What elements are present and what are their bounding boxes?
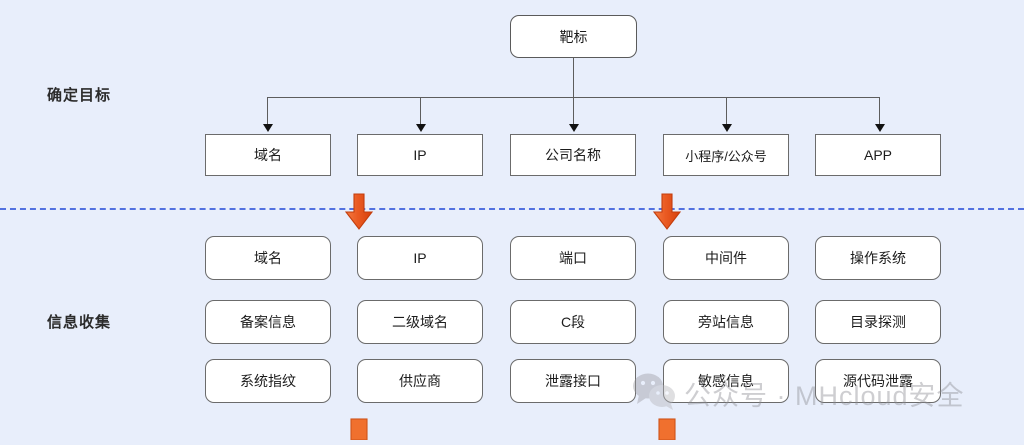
arrowhead-1 — [263, 124, 273, 132]
node-info-directory-scan[interactable]: 目录探测 — [815, 300, 941, 344]
node-info-c-segment[interactable]: C段 — [510, 300, 636, 344]
arrowhead-5 — [875, 124, 885, 132]
connector-drop-5 — [879, 97, 880, 126]
arrowhead-3 — [569, 124, 579, 132]
node-info-sensitive-information[interactable]: 敏感信息 — [663, 359, 789, 403]
diagram-canvas: 确定目标 信息收集 靶标 域名 IP 公司名称 小程序/公众号 APP — [0, 15, 1024, 441]
node-target-root[interactable]: 靶标 — [510, 15, 637, 58]
connector-drop-2 — [420, 97, 421, 126]
node-target-company-name[interactable]: 公司名称 — [510, 134, 636, 176]
node-info-neighbor-site[interactable]: 旁站信息 — [663, 300, 789, 344]
node-target-app[interactable]: APP — [815, 134, 941, 176]
node-target-ip[interactable]: IP — [357, 134, 483, 176]
node-info-supplier[interactable]: 供应商 — [357, 359, 483, 403]
orange-down-arrow-right — [651, 192, 683, 232]
node-info-source-code-leak[interactable]: 源代码泄露 — [815, 359, 941, 403]
node-target-domain[interactable]: 域名 — [205, 134, 331, 176]
node-info-port[interactable]: 端口 — [510, 236, 636, 280]
arrowhead-4 — [722, 124, 732, 132]
arrowhead-2 — [416, 124, 426, 132]
orange-down-arrow-left — [343, 192, 375, 232]
stage-label-determine-target: 确定目标 — [47, 87, 112, 104]
node-info-operating-system[interactable]: 操作系统 — [815, 236, 941, 280]
node-target-miniprogram-official-account[interactable]: 小程序/公众号 — [663, 134, 789, 176]
node-info-domain[interactable]: 域名 — [205, 236, 331, 280]
connector-drop-3 — [573, 97, 574, 126]
node-info-system-fingerprint[interactable]: 系统指纹 — [205, 359, 331, 403]
connector-drop-4 — [726, 97, 727, 126]
node-info-ip[interactable]: IP — [357, 236, 483, 280]
orange-arrow-stub-right — [658, 418, 676, 441]
connector-root-stem — [573, 58, 574, 97]
phase-divider — [0, 208, 1024, 210]
node-info-subdomain[interactable]: 二级域名 — [357, 300, 483, 344]
orange-arrow-stub-left — [350, 418, 368, 441]
node-info-leaked-interface[interactable]: 泄露接口 — [510, 359, 636, 403]
node-info-middleware[interactable]: 中间件 — [663, 236, 789, 280]
stage-label-information-gathering: 信息收集 — [47, 314, 112, 331]
node-info-icp-record[interactable]: 备案信息 — [205, 300, 331, 344]
connector-drop-1 — [267, 97, 268, 126]
